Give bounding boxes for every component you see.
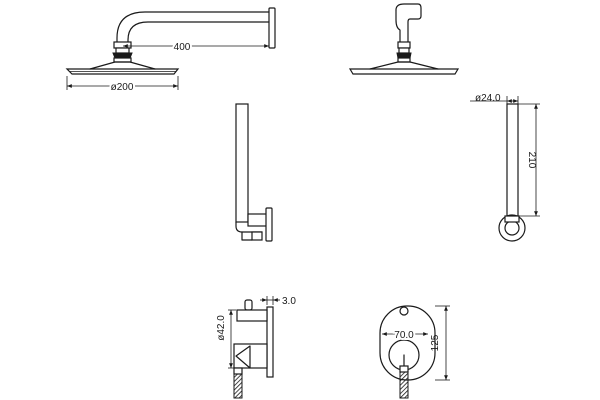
hand-diameter-label: ø24.0 [475,93,501,104]
head-diameter-label: ø200 [111,82,134,93]
mixer-side-view: 3.0 ø42.0 [216,296,296,399]
shower-arm-front-view [348,3,460,75]
hand-shower-bracket-view [235,103,273,242]
hand-shower-side-view: ø24.0 210 [470,93,540,242]
mixer-offset-label: 3.0 [282,296,296,307]
arm-length-label: 400 [174,42,191,53]
hand-length-label: 210 [526,152,537,169]
mixer-front-view: 70.0 125 [379,305,450,399]
shower-arm-side-view: 400 ø200 [65,7,276,95]
plate-width-label: 70.0 [394,330,414,341]
mixer-plate-diameter-label: ø42.0 [216,315,227,341]
plate-height-label: 125 [430,334,441,351]
